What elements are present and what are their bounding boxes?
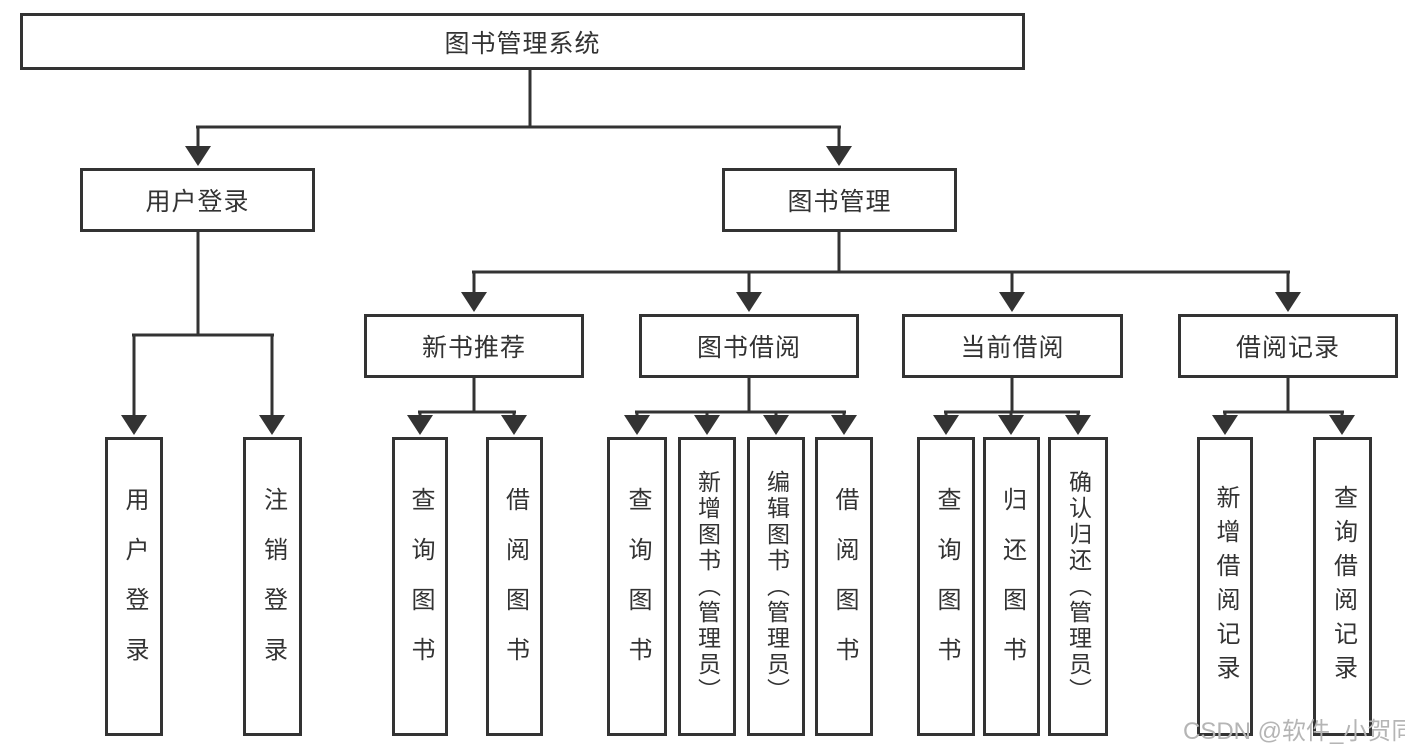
leaf-query-books-1: 查询图书 xyxy=(392,437,448,736)
leaf-edit-books-admin: 编辑图书（管理员） xyxy=(747,437,805,736)
node-root: 图书管理系统 xyxy=(20,13,1025,70)
leaf-query-books-2: 查询图书 xyxy=(607,437,667,736)
node-current-borrowing: 当前借阅 xyxy=(902,314,1123,378)
node-borrowing-records: 借阅记录 xyxy=(1178,314,1398,378)
leaf-add-books-admin: 新增图书（管理员） xyxy=(678,437,736,736)
leaf-query-books-2-label: 查询图书 xyxy=(624,486,651,687)
leaf-confirm-return-admin-label: 确认归还（管理员） xyxy=(1065,469,1092,704)
csdn-watermark: CSDN @软件_小贺同学 xyxy=(1183,718,1405,745)
leaf-return-books: 归还图书 xyxy=(983,437,1040,736)
leaf-return-books-label: 归还图书 xyxy=(998,486,1026,687)
node-user-login: 用户登录 xyxy=(80,168,315,232)
node-book-borrowing: 图书借阅 xyxy=(639,314,859,378)
leaf-user-login-label: 用户登录 xyxy=(121,486,148,687)
leaf-query-borrow-record-label: 查询借阅记录 xyxy=(1329,484,1357,689)
leaf-add-books-admin-label: 新增图书（管理员） xyxy=(694,469,721,704)
leaf-query-books-3-label: 查询图书 xyxy=(933,486,960,687)
leaf-query-borrow-record: 查询借阅记录 xyxy=(1313,437,1372,736)
leaf-borrow-books-2-label: 借阅图书 xyxy=(831,486,858,687)
node-new-book-recommendation: 新书推荐 xyxy=(364,314,584,378)
leaf-logout-label: 注销登录 xyxy=(259,486,287,687)
leaf-add-borrow-record: 新增借阅记录 xyxy=(1197,437,1253,736)
leaf-borrow-books-1: 借阅图书 xyxy=(486,437,543,736)
leaf-logout: 注销登录 xyxy=(243,437,302,736)
leaf-query-books-1-label: 查询图书 xyxy=(407,486,434,687)
leaf-borrow-books-2: 借阅图书 xyxy=(815,437,873,736)
leaf-confirm-return-admin: 确认归还（管理员） xyxy=(1048,437,1108,736)
leaf-edit-books-admin-label: 编辑图书（管理员） xyxy=(763,469,790,704)
node-book-management: 图书管理 xyxy=(722,168,957,232)
leaf-add-borrow-record-label: 新增借阅记录 xyxy=(1212,484,1239,689)
leaf-user-login: 用户登录 xyxy=(105,437,163,736)
leaf-borrow-books-1-label: 借阅图书 xyxy=(501,486,529,687)
leaf-query-books-3: 查询图书 xyxy=(917,437,975,736)
